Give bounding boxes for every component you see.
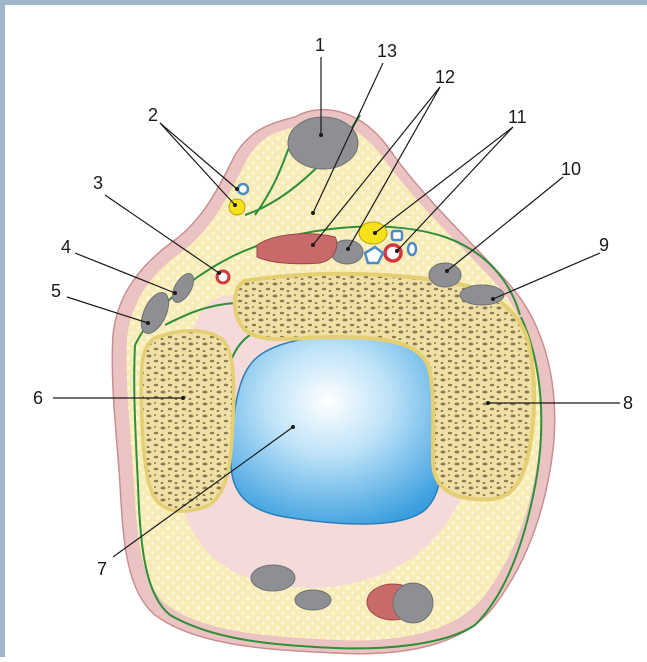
label-5: 5 (51, 281, 61, 301)
vein-2 (238, 184, 248, 194)
label-6: 6 (33, 388, 43, 408)
cross-section-diagram: 1 13 12 11 2 3 10 4 9 5 6 8 7 (5, 5, 647, 662)
label-8: 8 (623, 393, 633, 413)
tendon-bottom-3 (393, 583, 433, 623)
artery-11 (385, 245, 401, 261)
label-4: 4 (61, 237, 71, 257)
talus-articular-surface (231, 335, 447, 524)
tendon-bottom-2 (295, 590, 331, 610)
tendon-10 (429, 263, 461, 287)
medial-malleolus (143, 333, 232, 510)
label-10: 10 (561, 159, 581, 179)
tendon-9 (460, 285, 504, 305)
vein-11b (392, 231, 402, 240)
label-12: 12 (435, 67, 455, 87)
label-1: 1 (315, 35, 325, 55)
tendon-1 (288, 117, 358, 169)
label-13: 13 (377, 41, 397, 61)
label-3: 3 (93, 173, 103, 193)
vein-11c (408, 243, 416, 255)
label-7: 7 (97, 559, 107, 579)
label-9: 9 (599, 235, 609, 255)
label-11: 11 (508, 107, 527, 127)
label-2: 2 (148, 105, 158, 125)
tendon-bottom-1 (251, 565, 295, 591)
